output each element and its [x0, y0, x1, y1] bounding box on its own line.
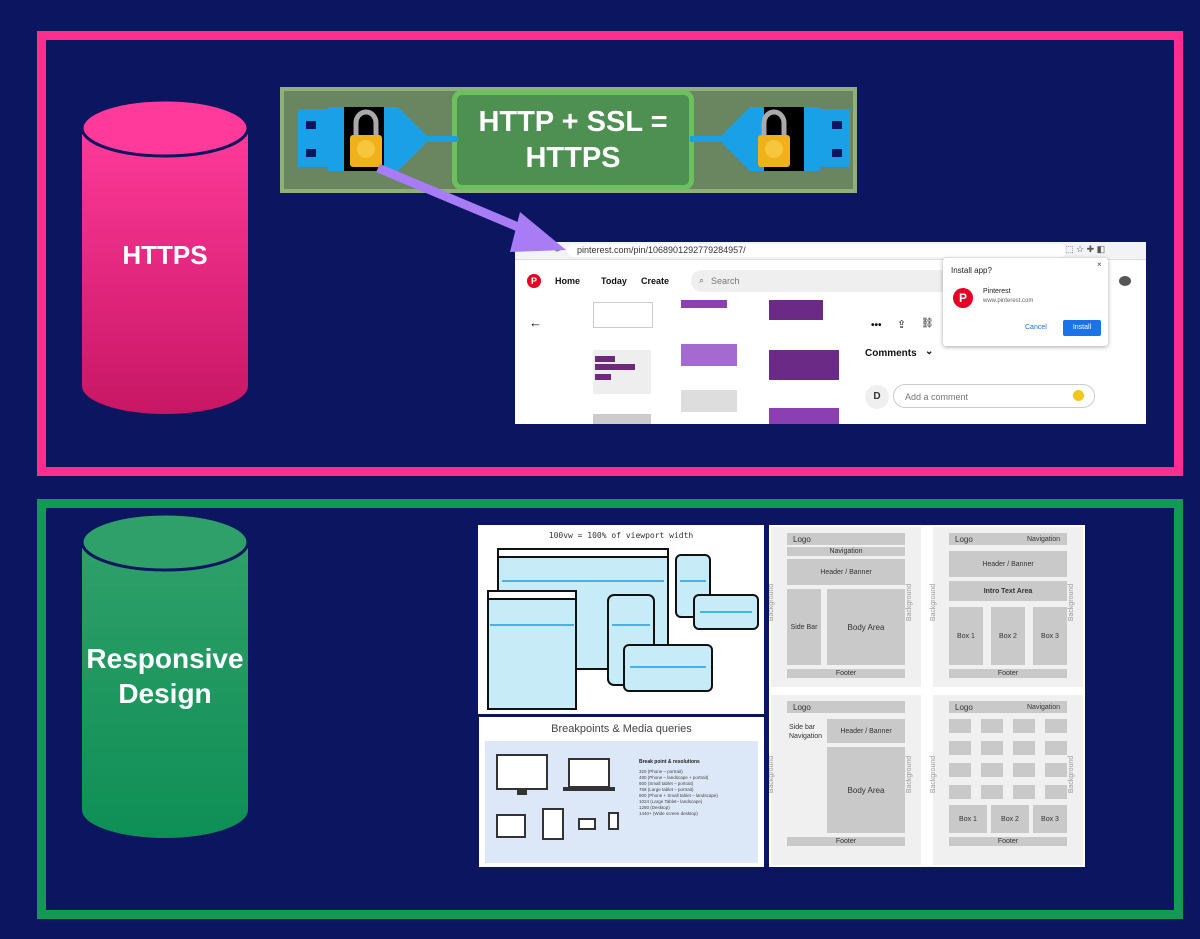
- install-popup-title: Install app?: [951, 266, 992, 275]
- layout-box: Box 1: [949, 607, 983, 665]
- breakpoints-title: Breakpoints & Media queries: [551, 723, 692, 735]
- layout-navigation: Navigation: [1027, 536, 1061, 543]
- layout-boxes: Logo Navigation Header / Banner Intro Te…: [930, 527, 1083, 687]
- layout-grid: Logo Navigation Box 1 Box 2 Box 3 Footer…: [930, 695, 1083, 865]
- comment-input[interactable]: [893, 384, 1095, 408]
- more-icon[interactable]: •••: [871, 320, 882, 331]
- breakpoint-item: 800 (Phone + Small tablet – landscape): [639, 793, 718, 798]
- breakpoints-heading: Break point & resolutions: [639, 759, 700, 765]
- layout-box: Box 3: [1033, 607, 1067, 665]
- background-label: Background: [769, 755, 776, 794]
- app-name: Pinterest: [983, 288, 1011, 295]
- responsive-cylinder-label-line2: Design: [118, 678, 212, 709]
- devices-icon: [496, 754, 619, 840]
- layout-box: Box 3: [1033, 805, 1067, 833]
- avatar: D: [865, 385, 889, 409]
- back-arrow-icon[interactable]: ←: [529, 315, 542, 330]
- https-cylinder-label: HTTPS: [122, 240, 208, 270]
- layout-navigation: Navigation: [787, 547, 905, 556]
- background-label: Background: [906, 583, 914, 622]
- address-bar[interactable]: [567, 244, 1067, 257]
- background-label: Background: [930, 583, 938, 622]
- install-button[interactable]: Install: [1063, 320, 1101, 336]
- url-text: pinterest.com/pin/1068901292779284957/: [577, 245, 746, 255]
- layout-wireframes: Logo Navigation Header / Banner Side Bar…: [769, 525, 1085, 867]
- comments-heading: Comments: [865, 348, 917, 359]
- breakpoint-item: 480 (Phone – landscape + portrait): [639, 775, 709, 780]
- layout-navigation: Navigation: [1027, 704, 1061, 711]
- background-label: Background: [906, 755, 914, 794]
- breakpoints-diagram: Breakpoints & Media queries Break point …: [479, 717, 764, 867]
- pin-content: [589, 300, 859, 424]
- search-icon: ⌕: [699, 275, 705, 285]
- layout-logo: Logo: [949, 533, 1067, 545]
- layout-box: Box 2: [991, 607, 1025, 665]
- pointer-arrow-icon: [376, 163, 566, 252]
- nav-home[interactable]: Home: [555, 276, 581, 286]
- layout-footer: Footer: [949, 837, 1067, 846]
- chevron-down-icon[interactable]: ⌄: [925, 346, 934, 357]
- link-icon[interactable]: ⛓: [921, 318, 934, 329]
- install-popup: Install app? × P Pinterest www.pinterest…: [943, 258, 1108, 346]
- nav-create[interactable]: Create: [641, 276, 670, 286]
- layout-body: Body Area: [827, 589, 905, 665]
- comment-placeholder: Add a comment: [905, 392, 969, 402]
- emoji-icon[interactable]: [1073, 390, 1084, 401]
- layout-intro: Intro Text Area: [949, 581, 1067, 601]
- cancel-button[interactable]: Cancel: [1025, 324, 1047, 331]
- background-label: Background: [1068, 755, 1076, 794]
- share-icon[interactable]: ⇪: [897, 319, 907, 331]
- search-placeholder: Search: [711, 276, 740, 286]
- layout-grid-cells: [949, 719, 1067, 803]
- responsive-cylinder-label-line1: Responsive: [86, 643, 244, 674]
- layout-footer: Footer: [949, 669, 1067, 678]
- app-url: www.pinterest.com: [983, 298, 1034, 304]
- pinterest-app-icon: P: [953, 288, 973, 308]
- breakpoint-item: 1024 (Large Tablet– landscape): [639, 799, 703, 804]
- responsive-panel: [37, 499, 1183, 919]
- layout-sidebar-box: Side Bar: [787, 589, 821, 665]
- https-cylinder: [80, 98, 250, 414]
- breakpoints-list: 320 (Phone – portrait) 480 (Phone – land…: [639, 769, 759, 817]
- layout-logo: Logo: [787, 533, 905, 545]
- pinterest-logo-icon[interactable]: P: [527, 274, 541, 288]
- search-input[interactable]: [691, 270, 951, 292]
- chat-icon[interactable]: [1119, 276, 1131, 286]
- layout-header: Header / Banner: [827, 719, 905, 743]
- lock-right-icon: [758, 109, 790, 167]
- layout-body: Body Area: [827, 747, 905, 833]
- breakpoint-item: 1440+ (Wide screen desktop): [639, 811, 698, 816]
- breakpoint-item: 320 (Phone – portrait): [639, 769, 683, 774]
- extension-icons: ⬚ ☆ ✚ ◧: [1065, 244, 1106, 254]
- layout-side-nav-label: Side bar Navigation: [789, 724, 823, 740]
- browser-screenshot: ↻ pinterest.com/pin/1068901292779284957/…: [515, 242, 1146, 424]
- layout-footer: Footer: [787, 669, 905, 678]
- breakpoint-item: 768 (Large tablet – portrait): [639, 787, 694, 792]
- layout-header: Header / Banner: [949, 551, 1067, 577]
- layout-box: Box 1: [949, 805, 987, 833]
- responsive-cylinder: [80, 512, 250, 838]
- layout-box: Box 2: [991, 805, 1029, 833]
- viewport-title: 100vw = 100% of viewport width: [548, 531, 694, 540]
- layout-logo: Logo: [949, 701, 1067, 713]
- background-label: Background: [930, 755, 938, 794]
- layout-header: Header / Banner: [787, 559, 905, 585]
- ssl-banner-text: HTTP + SSL = HTTPS: [478, 106, 668, 174]
- nav-today[interactable]: Today: [601, 276, 627, 286]
- background-label: Background: [1068, 583, 1076, 622]
- breakpoint-item: 600 (Small tablet – portrait): [639, 781, 694, 786]
- breakpoint-item: 1280 (Desktop): [639, 805, 670, 810]
- https-panel: [37, 31, 1183, 476]
- lock-left-icon: [350, 109, 382, 167]
- background-label: Background: [769, 583, 776, 622]
- viewport-diagram: 100vw = 100% of viewport width: [478, 525, 764, 714]
- close-icon[interactable]: ×: [1097, 260, 1102, 269]
- layout-footer: Footer: [787, 837, 905, 846]
- ssl-banner-frame: [280, 87, 857, 193]
- layout-logo: Logo: [787, 701, 905, 713]
- layout-sidebar: Logo Navigation Header / Banner Side Bar…: [769, 527, 921, 687]
- layout-side-navigation: Logo Side bar Navigation Header / Banner…: [769, 695, 921, 865]
